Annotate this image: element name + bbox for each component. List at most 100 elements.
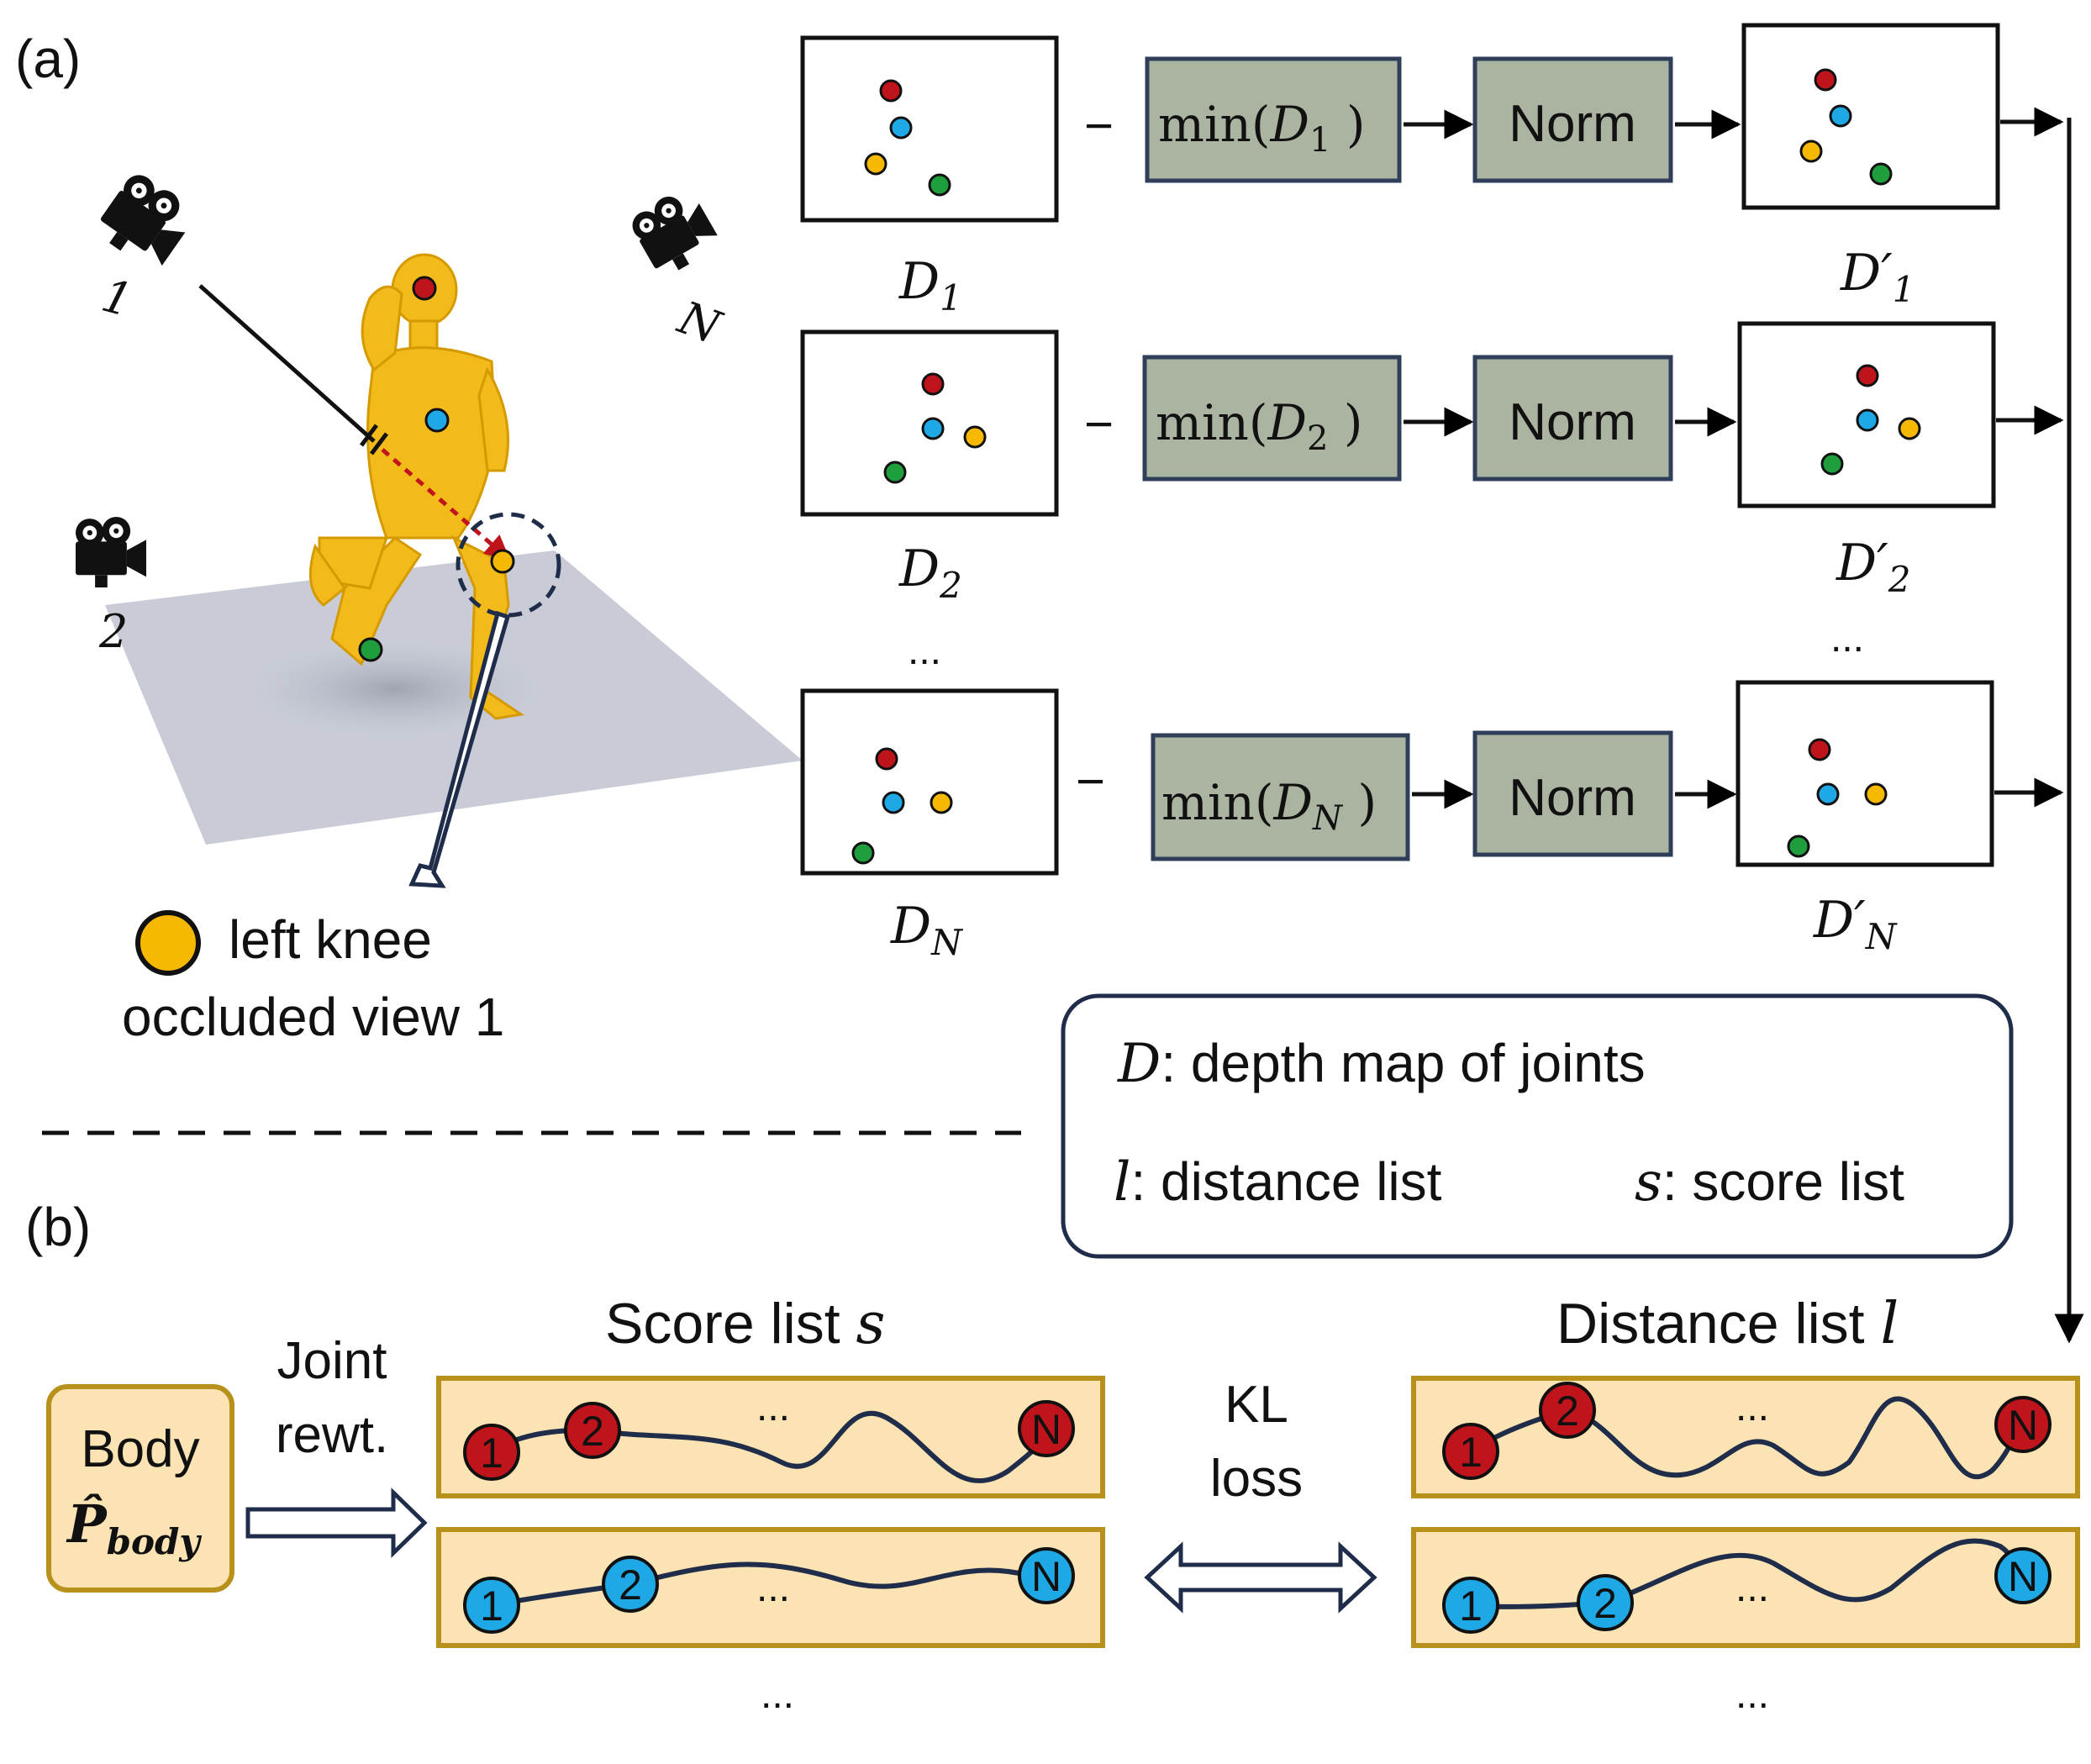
- min-box: [1151, 733, 1410, 861]
- list-ellipsis: ...: [756, 1385, 790, 1430]
- norm-joint-yellow: [1864, 782, 1888, 806]
- norm-joint-green: [1787, 835, 1810, 858]
- node-n-label: N: [2008, 1553, 2038, 1600]
- depth-joint-green: [883, 461, 907, 484]
- joint-rewt-label-2: rewt.: [276, 1406, 388, 1464]
- node-1-label: 1: [1459, 1429, 1483, 1476]
- occluder-tick-b: [370, 432, 388, 455]
- node-n-label: N: [1031, 1553, 1061, 1600]
- norm-joint-red: [1808, 738, 1831, 761]
- legend-joint-name: left knee: [229, 909, 432, 970]
- body-joint-head: [412, 276, 437, 301]
- node-2: [602, 1556, 659, 1613]
- node-1: [463, 1577, 520, 1634]
- score-stack-ellipsis: ...: [761, 1672, 794, 1717]
- node-1-label: 1: [480, 1430, 503, 1477]
- node-1: [463, 1424, 520, 1481]
- min-box-label: min(D2 ): [1156, 394, 1363, 458]
- key-score-entry: s: score list: [1635, 1151, 1904, 1214]
- depth-map-label: D1: [898, 252, 962, 319]
- node-n: [1018, 1400, 1075, 1457]
- depth-map-frame: [800, 688, 1059, 876]
- node-n-label: N: [2008, 1402, 2038, 1449]
- legend-hollow-arrow: [408, 610, 511, 888]
- node-1-label: 1: [1459, 1582, 1483, 1630]
- node-2-label: 2: [1593, 1580, 1617, 1627]
- body-joint-torso: [424, 408, 450, 433]
- norm-joint-blue: [1816, 782, 1840, 806]
- min-box: [1145, 56, 1402, 183]
- node-2: [1577, 1574, 1634, 1631]
- node-1: [1442, 1577, 1499, 1634]
- normalized-map-label: D′2: [1836, 534, 1910, 600]
- pipeline-row-2: D2 − min(D2 ) Norm D′2: [800, 321, 2064, 606]
- norm-joint-yellow: [1898, 417, 1921, 440]
- camera-n-label: N: [671, 291, 729, 355]
- norm-box: [1472, 355, 1673, 482]
- joint-rewt-arrow: [245, 1488, 428, 1558]
- norm-joint-red: [1856, 364, 1879, 387]
- norm-joint-red: [1814, 68, 1837, 92]
- norm-joint-green: [1869, 162, 1893, 186]
- camera-n-icon: [626, 183, 724, 281]
- norm-box: [1472, 56, 1673, 183]
- occlusion-highlight-circle: [456, 512, 561, 618]
- legend-joint-note: occluded view 1: [122, 987, 504, 1047]
- depth-joint-blue: [889, 116, 913, 140]
- depth-joint-yellow: [930, 791, 953, 814]
- normalized-map-label: D′N: [1813, 891, 1898, 957]
- body-box: Body P̂body: [46, 1384, 234, 1593]
- kl-double-arrow: [1144, 1541, 1377, 1614]
- pipeline-row-1: D1 − min(D1 ) Norm D′1: [800, 23, 2064, 319]
- depth-map-label: D2: [898, 540, 962, 606]
- list-ellipsis: ...: [1735, 1566, 1769, 1610]
- score-list-blue: ... 1 2 N: [436, 1527, 1105, 1648]
- notation-key-box: D: depth map of joints l: distance list …: [1061, 993, 2014, 1259]
- distance-list-blue: ... 1 2 N: [1411, 1527, 2080, 1648]
- key-distance-entry: l: distance list: [1114, 1151, 1442, 1214]
- norm-box-label: Norm: [1509, 769, 1636, 827]
- rows-ellipsis-right: ...: [1830, 616, 1864, 661]
- depth-map-frame: [800, 35, 1059, 223]
- depth-joint-red: [879, 79, 903, 103]
- normalized-map-frame: [1741, 23, 2000, 210]
- node-1-label: 1: [480, 1582, 503, 1630]
- depth-joint-green: [928, 173, 951, 197]
- depth-joint-blue: [921, 417, 945, 440]
- min-box-label: min(D1 ): [1158, 96, 1366, 160]
- joint-rewt-label-1: Joint: [277, 1332, 387, 1390]
- depth-joint-green: [851, 841, 875, 865]
- node-n: [1994, 1396, 2051, 1453]
- score-list-title: Score list s: [605, 1291, 885, 1357]
- depth-joint-blue: [882, 791, 905, 814]
- distance-stack-ellipsis: ...: [1735, 1672, 1769, 1717]
- camera-2-label: 2: [98, 605, 128, 658]
- node-2-label: 2: [619, 1561, 642, 1609]
- depth-joint-yellow: [963, 425, 987, 449]
- node-2: [1539, 1382, 1596, 1439]
- kl-loss-label-1: KL: [1225, 1376, 1288, 1434]
- normalized-map-label: D′1: [1840, 244, 1915, 310]
- node-n-label: N: [1031, 1406, 1061, 1453]
- minus-sign: −: [1084, 396, 1114, 452]
- score-list-red: ... 1 2 N: [436, 1376, 1105, 1498]
- node-n: [1018, 1547, 1075, 1604]
- list-ellipsis: ...: [756, 1566, 790, 1610]
- camera-1-icon: [92, 167, 200, 276]
- normalized-map-frame: [1735, 680, 1994, 867]
- node-2-label: 2: [1556, 1388, 1579, 1435]
- node-2-label: 2: [581, 1408, 604, 1455]
- occluder-tick-a: [360, 424, 378, 447]
- depth-map-label: DN: [890, 897, 963, 963]
- depth-joint-red: [875, 747, 898, 771]
- key-depth-entry: D: depth map of joints: [1117, 1033, 1646, 1095]
- panel-b-label: (b): [25, 1197, 91, 1257]
- norm-joint-yellow: [1799, 140, 1823, 163]
- node-n: [1994, 1547, 2051, 1604]
- body-joint-left-knee: [490, 549, 515, 574]
- legend-joint-dot: [135, 910, 201, 976]
- floor-plane: [105, 550, 803, 845]
- minus-sign: −: [1084, 97, 1114, 154]
- camera-2-icon: [76, 517, 146, 587]
